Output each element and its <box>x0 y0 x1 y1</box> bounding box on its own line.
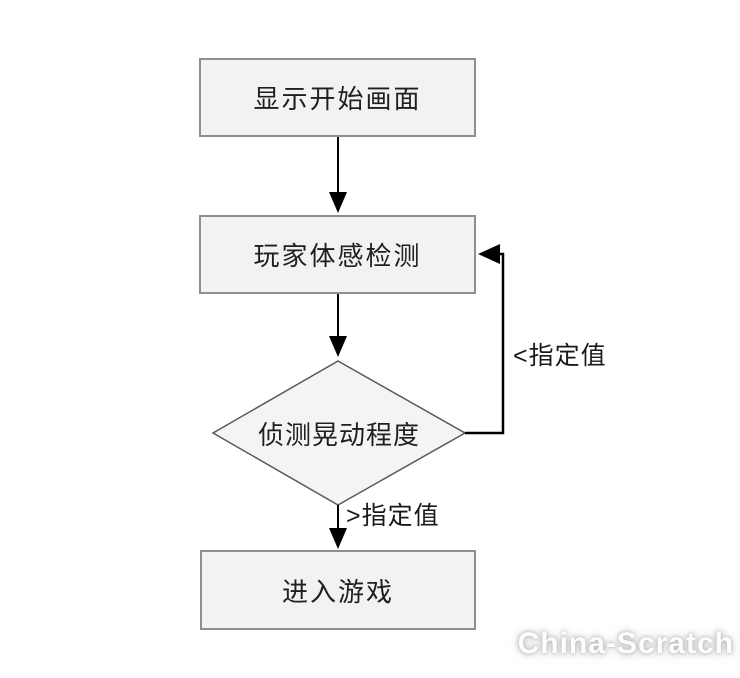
node-decision-shake-level: 侦测晃动程度 <box>213 361 465 505</box>
edge-loop-arrowhead-icon <box>478 244 500 264</box>
edge-decision-to-enter-arrowhead-icon <box>329 528 347 549</box>
node-display-start-screen: 显示开始画面 <box>199 58 476 137</box>
node-label: 侦测晃动程度 <box>257 419 420 450</box>
edge-start-to-detect-arrowhead-icon <box>329 192 347 213</box>
edge-label-greater-than-threshold: >指定值 <box>346 502 440 530</box>
node-label: 进入游戏 <box>281 576 394 607</box>
node-label: 显示开始画面 <box>253 84 422 114</box>
china-scratch-watermark: China-Scratch <box>517 627 734 660</box>
edge-label-less-than-threshold: <指定值 <box>513 342 607 370</box>
node-label: 玩家体感检测 <box>253 241 422 271</box>
node-player-motion-detection: 玩家体感检测 <box>199 215 476 294</box>
edge-detect-to-decision-arrowhead-icon <box>329 336 347 357</box>
node-enter-game: 进入游戏 <box>200 550 476 630</box>
